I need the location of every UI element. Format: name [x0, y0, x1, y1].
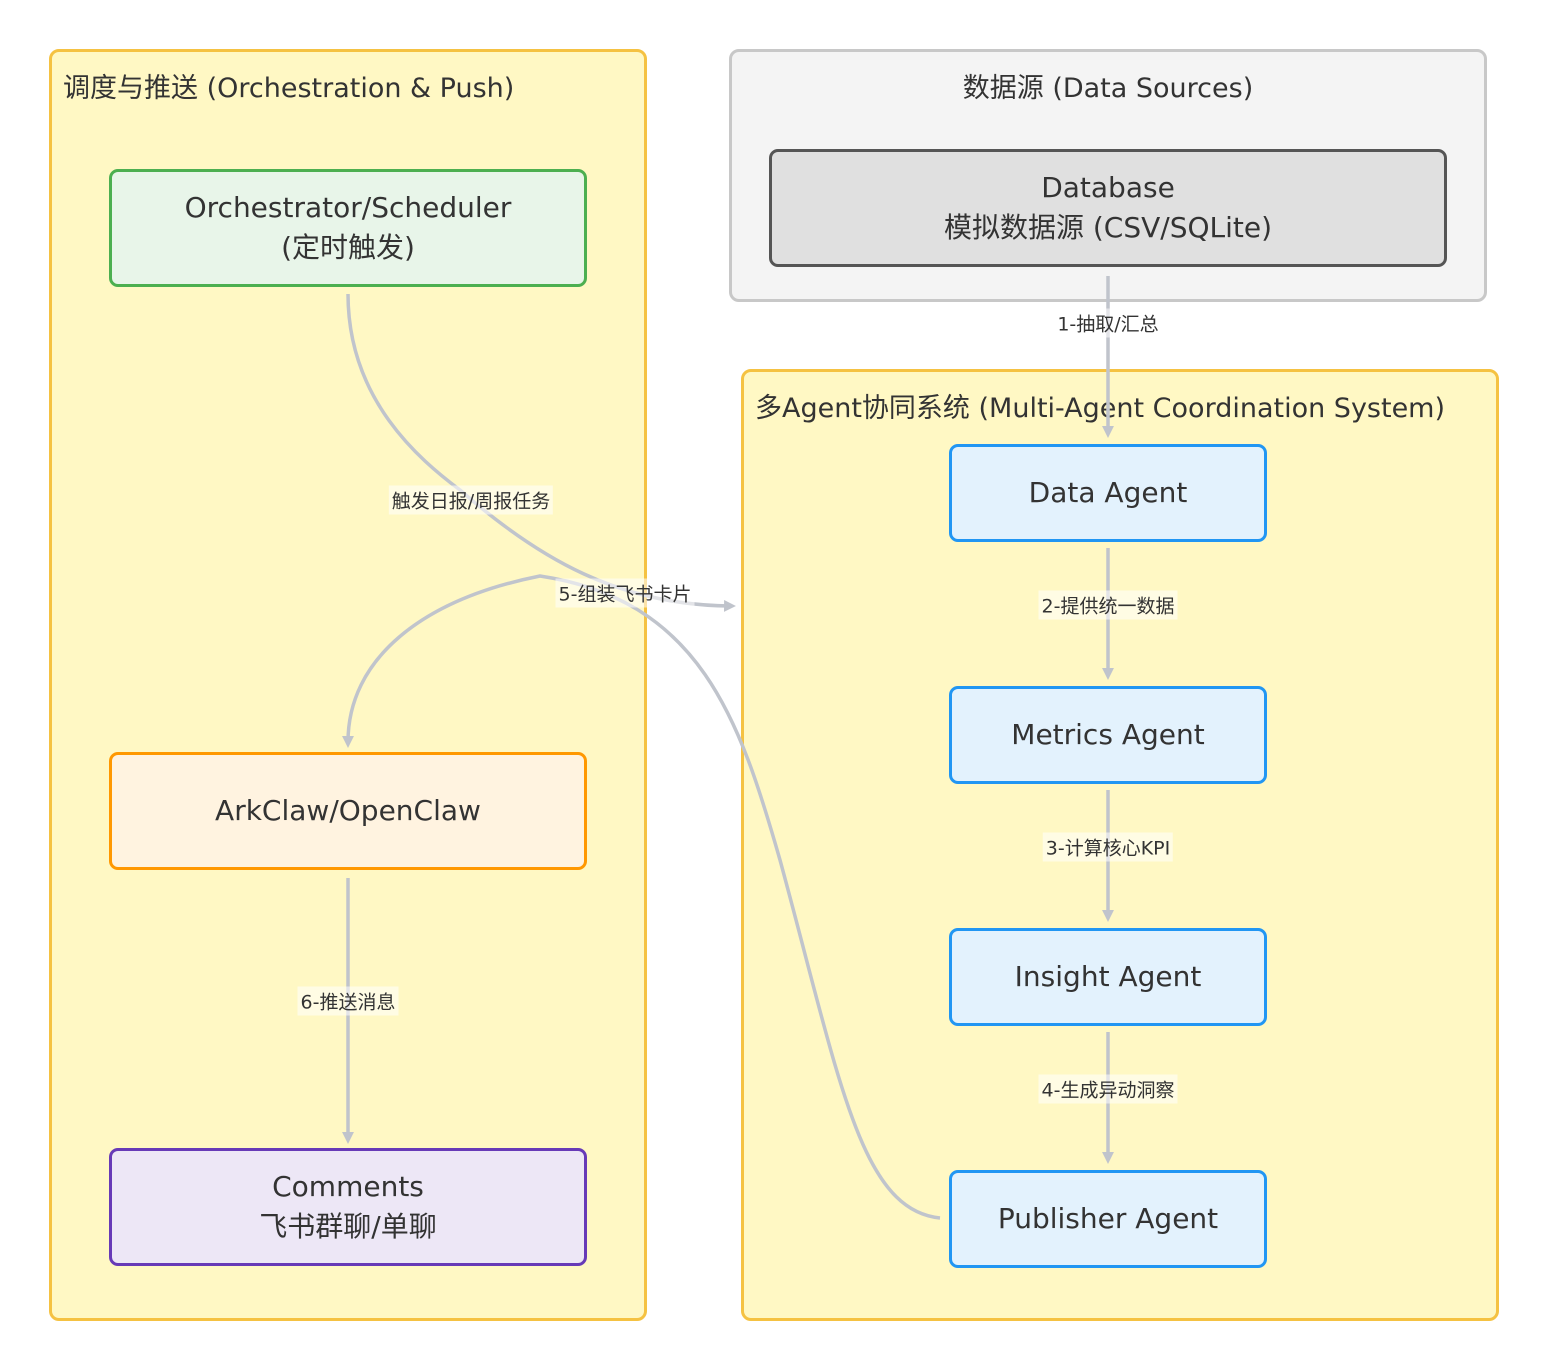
comments-node[interactable]: Comments 飞书群聊/单聊 — [109, 1148, 587, 1266]
database-node[interactable]: Database 模拟数据源 (CSV/SQLite) — [769, 149, 1447, 267]
metrics-agent-node[interactable]: Metrics Agent — [949, 686, 1267, 784]
cluster-orchestration-title: 调度与推送 (Orchestration & Push) — [63, 73, 515, 104]
orchestrator-subtitle: (定时触发) — [281, 231, 415, 264]
insight-agent-node[interactable]: Insight Agent — [949, 928, 1267, 1026]
edge-3-label: 3-计算核心KPI — [1042, 832, 1174, 862]
database-title: Database — [1041, 171, 1175, 204]
orchestrator-scheduler-node[interactable]: Orchestrator/Scheduler (定时触发) — [109, 169, 587, 287]
publisher-agent-title: Publisher Agent — [997, 1202, 1219, 1235]
edge-trigger-line — [346, 293, 736, 612]
data-agent-title: Data Agent — [1028, 476, 1188, 509]
comments-subtitle: 飞书群聊/单聊 — [259, 1210, 437, 1243]
edge-trigger-label: 触发日报/周报任务 — [388, 485, 554, 515]
edge-2-label: 2-提供统一数据 — [1038, 590, 1178, 620]
comments-title: Comments — [272, 1170, 424, 1203]
metrics-agent-title: Metrics Agent — [1011, 718, 1205, 751]
arkclaw-openclaw-node[interactable]: ArkClaw/OpenClaw — [109, 752, 587, 870]
data-agent-node[interactable]: Data Agent — [949, 444, 1267, 542]
arkclaw-title: ArkClaw/OpenClaw — [215, 794, 481, 827]
cluster-data-sources-title: 数据源 (Data Sources) — [962, 73, 1254, 104]
database-subtitle: 模拟数据源 (CSV/SQLite) — [943, 211, 1273, 244]
publisher-agent-node[interactable]: Publisher Agent — [949, 1170, 1267, 1268]
insight-agent-title: Insight Agent — [1014, 960, 1202, 993]
edge-1-label: 1-抽取/汇总 — [1054, 308, 1162, 338]
edge-5-line — [342, 574, 941, 1220]
edge-6-label: 6-推送消息 — [297, 986, 399, 1016]
edge-5-label: 5-组装飞书卡片 — [555, 578, 695, 608]
cluster-agents-title: 多Agent协同系统 (Multi-Agent Coordination Sys… — [755, 393, 1446, 424]
orchestrator-title: Orchestrator/Scheduler — [184, 191, 512, 224]
edge-4-label: 4-生成异动洞察 — [1038, 1074, 1178, 1104]
